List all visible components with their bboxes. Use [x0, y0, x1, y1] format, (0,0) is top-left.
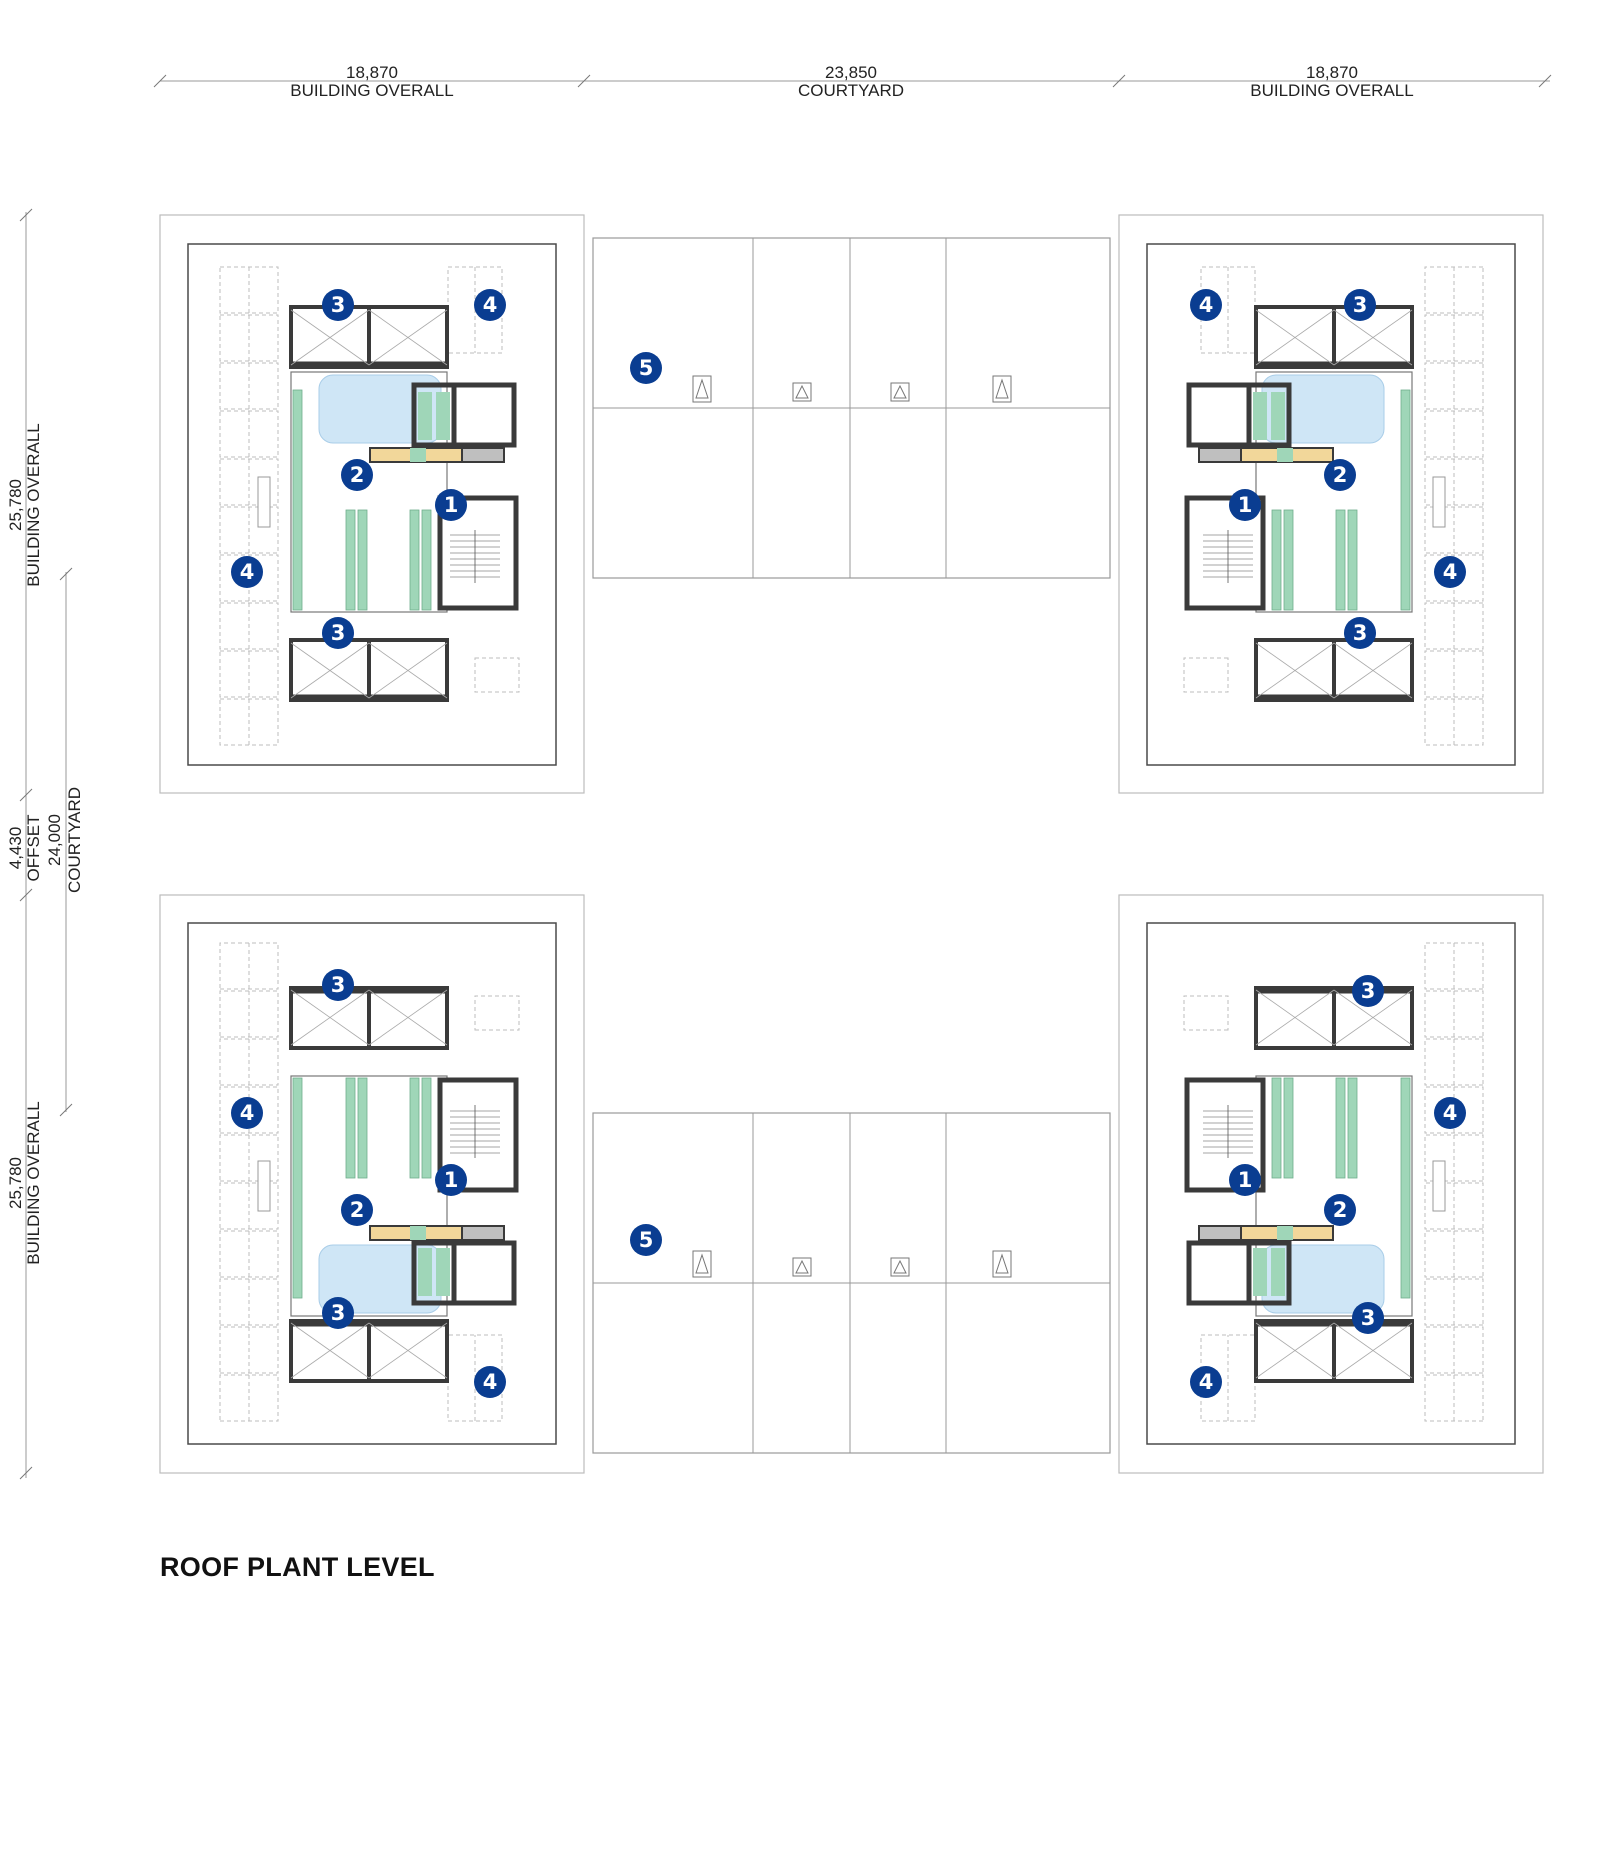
dim-top-1-value: 18,870 — [346, 63, 398, 82]
building-top-right — [1119, 215, 1543, 793]
marker-4-badge: 4 — [1434, 1097, 1466, 1129]
marker-4-badge: 4 — [231, 556, 263, 588]
dim-left-2-label: OFFSET — [24, 814, 43, 881]
svg-text:4: 4 — [483, 1370, 498, 1394]
svg-text:4: 4 — [1199, 293, 1214, 317]
marker-3-badge: 3 — [1352, 975, 1384, 1007]
marker-4-badge: 4 — [1434, 556, 1466, 588]
page-title: ROOF PLANT LEVEL — [160, 1552, 435, 1582]
svg-text:3: 3 — [1353, 621, 1368, 645]
svg-text:3: 3 — [331, 293, 346, 317]
svg-text:4: 4 — [1199, 1370, 1214, 1394]
building-bottom-left — [160, 895, 584, 1473]
marker-4-badge: 4 — [1190, 289, 1222, 321]
dim-left-4-value: 25,780 — [6, 1157, 25, 1209]
dim-left-4-label: BUILDING OVERALL — [24, 1101, 43, 1264]
svg-text:1: 1 — [1238, 1168, 1253, 1192]
marker-5-badge: 5 — [630, 1224, 662, 1256]
marker-2-badge: 2 — [1324, 1194, 1356, 1226]
svg-text:3: 3 — [331, 1301, 346, 1325]
dim-left-1-label: BUILDING OVERALL — [24, 423, 43, 586]
svg-text:2: 2 — [1333, 463, 1348, 487]
marker-3-badge: 3 — [1352, 1302, 1384, 1334]
svg-text:2: 2 — [350, 1198, 365, 1222]
top-dimension-line — [153, 74, 1552, 88]
marker-1-badge: 1 — [1229, 1164, 1261, 1196]
dim-left-1-value: 25,780 — [6, 479, 25, 531]
svg-text:3: 3 — [1361, 1306, 1376, 1330]
svg-text:2: 2 — [1333, 1198, 1348, 1222]
marker-4-badge: 4 — [474, 1366, 506, 1398]
bridge-bottom — [592, 1112, 1111, 1454]
svg-text:5: 5 — [639, 356, 654, 380]
marker-4-badge: 4 — [231, 1097, 263, 1129]
marker-3-badge: 3 — [1344, 289, 1376, 321]
dim-top-2-label: COURTYARD — [798, 81, 904, 100]
dim-top-1-label: BUILDING OVERALL — [290, 81, 453, 100]
dim-top-2-value: 23,850 — [825, 63, 877, 82]
dim-left-2-value: 4,430 — [6, 827, 25, 870]
building-bottom-right — [1119, 895, 1543, 1473]
marker-3-badge: 3 — [322, 617, 354, 649]
bridge-top — [592, 237, 1111, 579]
marker-3-badge: 3 — [322, 289, 354, 321]
marker-4-badge: 4 — [474, 289, 506, 321]
left-dimension-line — [19, 208, 73, 1480]
dim-top-3-label: BUILDING OVERALL — [1250, 81, 1413, 100]
marker-2-badge: 2 — [341, 459, 373, 491]
svg-text:3: 3 — [1353, 293, 1368, 317]
svg-text:3: 3 — [331, 973, 346, 997]
marker-4-badge: 4 — [1190, 1366, 1222, 1398]
marker-1-badge: 1 — [435, 489, 467, 521]
dim-left-3-value: 24,000 — [45, 814, 64, 866]
svg-text:4: 4 — [483, 293, 498, 317]
svg-text:1: 1 — [444, 1168, 459, 1192]
svg-text:3: 3 — [331, 621, 346, 645]
marker-2-badge: 2 — [1324, 459, 1356, 491]
svg-text:4: 4 — [1443, 560, 1458, 584]
svg-text:4: 4 — [1443, 1101, 1458, 1125]
svg-text:4: 4 — [240, 1101, 255, 1125]
marker-5-badge: 5 — [630, 352, 662, 384]
marker-1-badge: 1 — [1229, 489, 1261, 521]
svg-text:1: 1 — [444, 493, 459, 517]
dim-top-3-value: 18,870 — [1306, 63, 1358, 82]
marker-3-badge: 3 — [322, 969, 354, 1001]
marker-1-badge: 1 — [435, 1164, 467, 1196]
marker-3-badge: 3 — [322, 1297, 354, 1329]
dim-left-3-label: COURTYARD — [65, 787, 84, 893]
marker-2-badge: 2 — [341, 1194, 373, 1226]
svg-text:4: 4 — [240, 560, 255, 584]
marker-3-badge: 3 — [1344, 617, 1376, 649]
svg-text:2: 2 — [350, 463, 365, 487]
building-top-left — [160, 215, 584, 793]
svg-text:5: 5 — [639, 1228, 654, 1252]
svg-text:3: 3 — [1361, 979, 1376, 1003]
svg-text:1: 1 — [1238, 493, 1253, 517]
